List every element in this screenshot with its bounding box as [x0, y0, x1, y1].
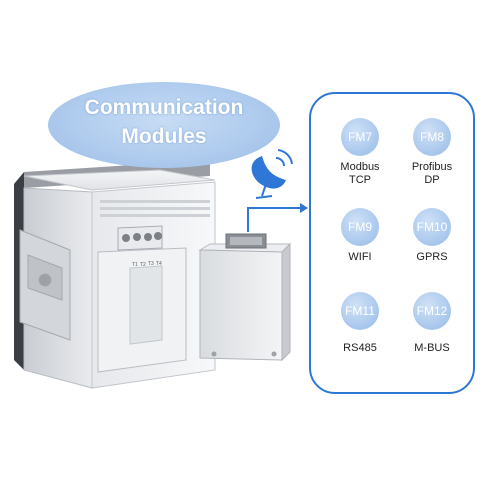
- module-fm7: FM7 Modbus TCP: [325, 118, 395, 187]
- terminal-block: [117, 225, 163, 251]
- module-label-line: RS485: [343, 342, 377, 354]
- module-fm8: FM8 Profibus DP: [397, 118, 467, 187]
- terminal-label-t4: T4: [156, 261, 162, 267]
- modules-panel: FM7 Modbus TCP FM8 Profibus DP FM9 WIFI …: [309, 92, 475, 394]
- module-badge: FM11: [341, 292, 379, 330]
- module-label: M-BUS: [397, 342, 467, 355]
- module-badge: FM7: [341, 118, 379, 156]
- plugin-module: [198, 233, 292, 362]
- page-title: Communication Modules: [48, 93, 280, 151]
- module-label: Modbus TCP: [325, 161, 395, 187]
- module-label-line: GPRS: [416, 251, 448, 263]
- module-fm12: FM12 M-BUS: [397, 292, 467, 355]
- enclosure-top: [23, 169, 216, 191]
- title-line-2: Modules: [121, 125, 207, 148]
- mounting-bracket: [19, 229, 71, 341]
- module-label-line: Profibus: [411, 161, 453, 173]
- module-badge: FM12: [413, 292, 451, 330]
- module-label-line: Modbus: [340, 161, 380, 173]
- module-label: WIFI: [325, 251, 395, 264]
- module-fm11: FM11 RS485: [325, 292, 395, 355]
- module-fm10: FM10 GPRS: [397, 208, 467, 264]
- module-label: RS485: [325, 342, 395, 355]
- terminal-label-t2: T2: [140, 262, 146, 268]
- module-label: Profibus DP: [397, 161, 467, 187]
- module-label-line: TCP: [349, 174, 371, 186]
- module-label-line: M-BUS: [414, 342, 450, 354]
- module-badge: FM10: [413, 208, 451, 246]
- title-line-1: Communication: [84, 96, 244, 119]
- module-label: GPRS: [397, 251, 467, 264]
- module-badge: FM9: [341, 208, 379, 246]
- title-bubble: [48, 82, 280, 168]
- module-fm9: FM9 WIFI: [325, 208, 395, 264]
- module-label-line: DP: [424, 174, 440, 186]
- module-badge: FM8: [413, 118, 451, 156]
- terminal-label-t3: T3: [148, 261, 154, 267]
- satellite-dish-icon: [251, 149, 293, 199]
- terminal-label-t1: T1: [132, 262, 138, 268]
- vent-slots: [100, 200, 210, 217]
- module-label-line: WIFI: [348, 251, 372, 263]
